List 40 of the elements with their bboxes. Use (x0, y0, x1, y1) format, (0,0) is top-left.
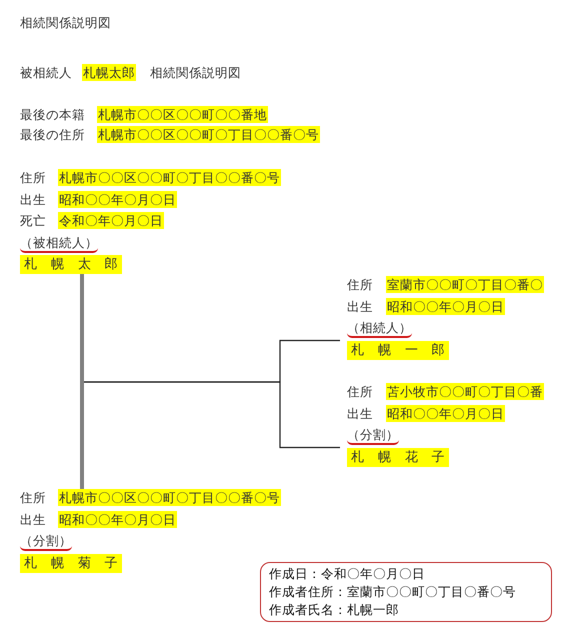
info-box (260, 562, 552, 622)
info-line: 作成日：令和〇年〇月〇日 (269, 565, 426, 583)
person-name: 札 幌 菊 子 (20, 554, 122, 572)
branch-line (84, 381, 340, 448)
field-value: 苫小牧市〇〇町〇丁目〇番 (386, 383, 544, 400)
field-value: 昭和〇〇年〇月〇日 (58, 510, 177, 528)
field-value: 札幌市〇〇区〇〇町〇丁目〇〇番〇号 (58, 169, 281, 186)
role-label: （相続人） (347, 320, 412, 338)
field-label: 被相続人 (20, 64, 72, 81)
field-value: 昭和〇〇年〇月〇日 (386, 404, 505, 422)
field-label: 出生 (347, 404, 374, 422)
person-name: 札 幌 花 子 (347, 448, 449, 466)
field-value: 札幌市〇〇区〇〇町〇丁目〇〇番〇号 (58, 489, 281, 506)
field-value: 札幌市〇〇区〇〇町〇丁目〇〇番〇号 (97, 126, 320, 143)
field-label: 死亡 (20, 212, 47, 229)
info-line: 作成者住所：室蘭市〇〇町〇丁目〇番〇号 (269, 583, 517, 601)
field-label: 住所 (20, 489, 47, 506)
field-label: 最後の住所 (20, 126, 86, 143)
connector-line (80, 274, 84, 489)
role-label: （分割） (20, 533, 72, 551)
person-name: 札 幌 太 郎 (20, 255, 122, 274)
field-value: 札幌市〇〇区〇〇町〇〇番地 (97, 106, 268, 123)
name-value: 札幌太郎 (82, 64, 136, 81)
field-label: 出生 (347, 298, 374, 314)
heading-text: 相続関係説明図 (150, 64, 241, 81)
field-label: 住所 (20, 169, 47, 186)
field-label: 出生 (20, 190, 47, 208)
field-label: 最後の本籍 (20, 106, 86, 123)
field-value: 昭和〇〇年〇月〇日 (386, 298, 505, 314)
role-label: （被相続人） (20, 234, 98, 252)
document-title: 相続関係説明図 (20, 14, 111, 31)
role-label: （分割） (347, 427, 399, 445)
field-label: 出生 (20, 510, 47, 528)
person-name: 札 幌 一 郎 (347, 340, 449, 360)
field-label: 住所 (347, 383, 374, 400)
field-value: 室蘭市〇〇町〇丁目〇番〇 (386, 276, 544, 293)
field-value: 令和〇年〇月〇日 (58, 212, 164, 229)
field-value: 昭和〇〇年〇月〇日 (58, 190, 177, 208)
field-label: 住所 (347, 276, 374, 293)
info-line: 作成者氏名：札幌一郎 (269, 601, 400, 619)
